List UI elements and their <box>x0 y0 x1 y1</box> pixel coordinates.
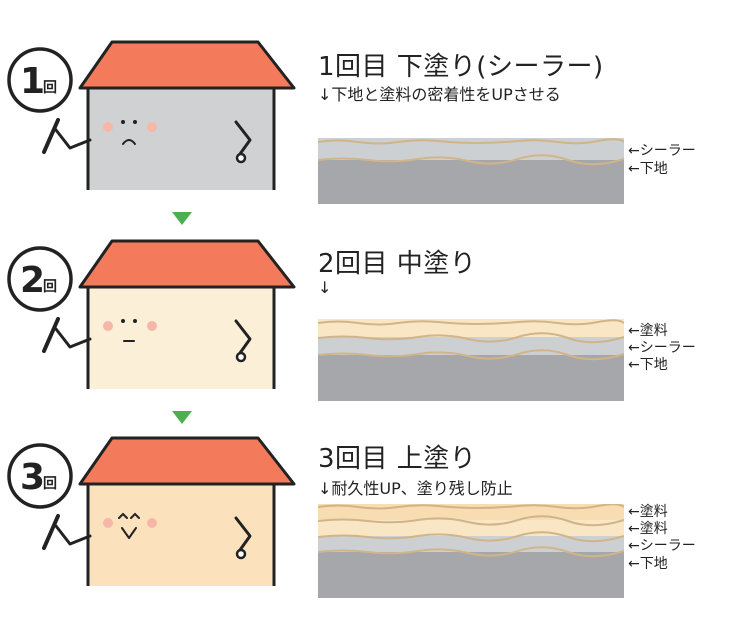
cheek-right-icon <box>147 321 157 331</box>
eye-right-icon <box>133 319 137 323</box>
door-handle-icon <box>234 516 252 552</box>
layer-diagram <box>318 319 624 401</box>
arrow-down-icon <box>172 212 192 225</box>
layer-paint <box>318 319 624 337</box>
step-title: 2回目 中塗り <box>318 249 477 279</box>
house-roof <box>78 239 296 289</box>
step-title: 3回目 上塗り <box>318 444 477 474</box>
eye-left-icon <box>118 512 128 519</box>
cheek-left-icon <box>103 518 113 528</box>
step-badge-magnifier-icon: 1 回 <box>7 47 92 154</box>
house-illustration-1: 1 回 <box>7 40 296 190</box>
arrow-down-icon <box>172 411 192 424</box>
step-1: 1 回 1回目 下塗り(シーラー) ↓下地と塗料の密着性をUPさせる ←シーラー… <box>0 0 750 204</box>
step-3: 3 回 3回目 上塗り ↓耐久性UP、塗り残し防止 ←塗料 ←塗料 ←シーラー … <box>0 396 750 598</box>
door-handle-icon <box>234 120 252 156</box>
step-subtitle: ↓耐久性UP、塗り残し防止 <box>318 479 513 498</box>
mouth-happy-icon <box>121 527 137 539</box>
layer-label: ←シーラー <box>628 340 696 356</box>
house-roof <box>78 436 296 486</box>
step-title: 1回目 下塗り(シーラー) <box>318 52 604 82</box>
step-subtitle: ↓下地と塗料の密着性をUPさせる <box>318 85 561 104</box>
layer-sealer <box>318 138 624 160</box>
step-badge-suffix: 回 <box>43 80 57 96</box>
step-number: 3 <box>20 457 45 498</box>
layer-label: ←塗料 <box>628 504 668 520</box>
cheek-right-icon <box>147 122 157 132</box>
layer-paint-top <box>318 504 624 520</box>
step-number: 1 <box>20 61 45 102</box>
house-roof <box>78 40 296 90</box>
house-illustration-2: 2 回 <box>7 239 296 389</box>
layer-label: ←下地 <box>628 161 668 177</box>
cheek-left-icon <box>103 321 113 331</box>
mouth-worried-icon <box>122 139 136 145</box>
door-handle-icon <box>234 319 252 355</box>
step-badge-suffix: 回 <box>43 476 57 492</box>
house-illustration-3: 3 回 <box>7 436 296 586</box>
cheek-right-icon <box>147 518 157 528</box>
step-subtitle: ↓ <box>318 278 332 297</box>
eye-right-icon <box>133 120 137 124</box>
layer-substrate <box>318 355 624 401</box>
eye-right-icon <box>130 512 140 519</box>
step-number: 2 <box>20 260 45 301</box>
layer-label: ←塗料 <box>628 323 668 339</box>
cheek-left-icon <box>103 122 113 132</box>
layer-label: ←塗料 <box>628 521 668 537</box>
layer-label: ←下地 <box>628 357 668 373</box>
step-2: 2 回 2回目 中塗り ↓ ←塗料 ←シーラー ←下地 <box>0 199 750 401</box>
layer-label: ←シーラー <box>628 143 696 159</box>
step-badge-suffix: 回 <box>43 279 57 295</box>
step-badge-magnifier-icon: 2 回 <box>7 246 92 353</box>
layer-substrate <box>318 552 624 598</box>
layer-diagram <box>318 138 624 204</box>
step-badge-magnifier-icon: 3 回 <box>7 443 92 550</box>
layer-label: ←下地 <box>628 556 668 572</box>
layer-diagram <box>318 504 624 598</box>
eye-left-icon <box>121 120 125 124</box>
layer-substrate <box>318 160 624 204</box>
eye-left-icon <box>121 319 125 323</box>
layer-label: ←シーラー <box>628 538 696 554</box>
